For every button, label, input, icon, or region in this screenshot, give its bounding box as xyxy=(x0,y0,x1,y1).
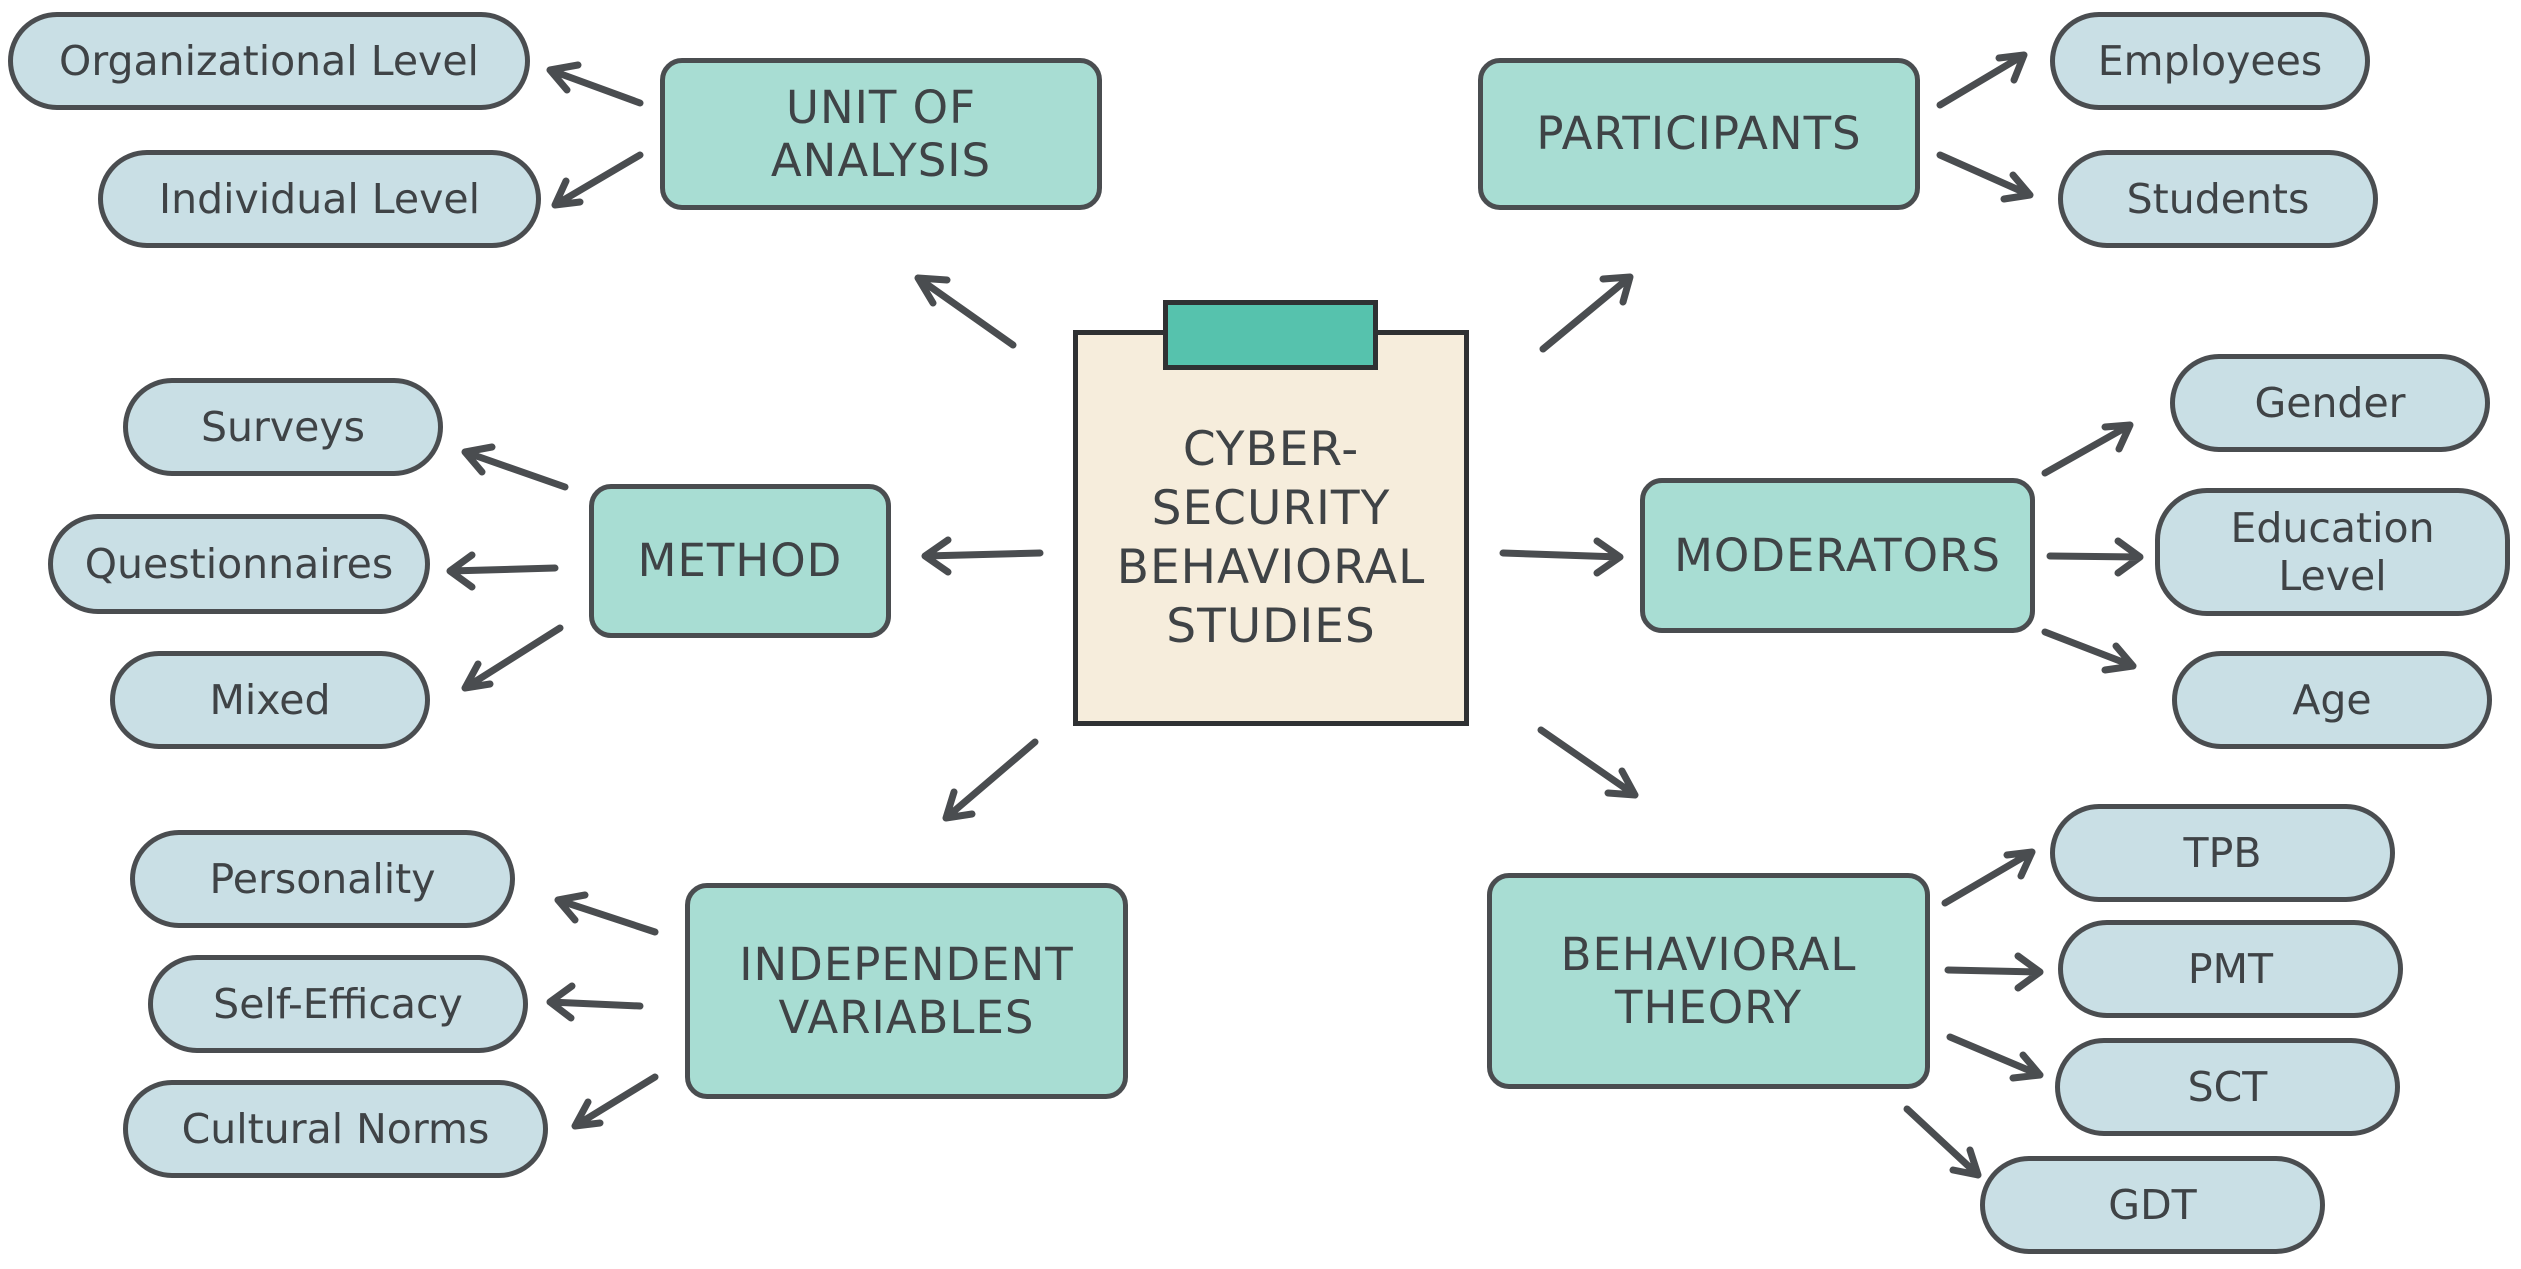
leaf-age: Age xyxy=(2172,651,2492,749)
leaf-organizational-level: Organizational Level xyxy=(8,12,530,110)
category-moderators: MODERATORS xyxy=(1640,478,2035,633)
arrow-to-tpb xyxy=(1941,848,2036,907)
category-independent-variables: INDEPENDENT VARIABLES xyxy=(685,883,1128,1099)
leaf-sct: SCT xyxy=(2055,1038,2400,1136)
leaf-tpb: TPB xyxy=(2050,804,2395,902)
leaf-students: Students xyxy=(2058,150,2378,248)
category-unit-of-analysis: UNIT OF ANALYSIS xyxy=(660,58,1102,210)
arrow-to-self-efficacy xyxy=(546,982,644,1022)
leaf-individual-level: Individual Level xyxy=(98,150,541,248)
arrow-to-cultural-norms xyxy=(571,1073,659,1130)
category-behavioral-theory: BEHAVIORAL THEORY xyxy=(1487,873,1930,1089)
clipboard-clip xyxy=(1163,300,1378,370)
leaf-employees: Employees xyxy=(2050,12,2370,110)
category-participants: PARTICIPANTS xyxy=(1478,58,1920,210)
leaf-surveys: Surveys xyxy=(123,378,443,476)
arrow-center-to-moderators xyxy=(1499,537,1624,577)
leaf-gdt: GDT xyxy=(1980,1156,2325,1254)
leaf-mixed: Mixed xyxy=(110,651,430,749)
arrow-to-pmt xyxy=(1944,952,2044,992)
arrow-center-to-participants xyxy=(1539,273,1634,353)
leaf-cultural-norms: Cultural Norms xyxy=(123,1080,548,1178)
leaf-self-efficacy: Self-Efficacy xyxy=(148,955,528,1053)
arrow-to-education-level xyxy=(2046,537,2144,577)
category-method: METHOD xyxy=(589,484,891,638)
leaf-personality: Personality xyxy=(130,830,515,928)
arrow-center-to-unit-of-analysis xyxy=(914,274,1017,349)
arrow-to-organizational-level xyxy=(546,61,644,107)
leaf-gender: Gender xyxy=(2170,354,2490,452)
arrow-to-age xyxy=(2041,628,2137,674)
arrow-to-surveys xyxy=(461,443,569,491)
arrow-to-gender xyxy=(2041,421,2134,477)
arrow-to-questionnaires xyxy=(446,551,559,591)
leaf-pmt: PMT xyxy=(2058,920,2403,1018)
arrow-center-to-method xyxy=(921,536,1044,576)
arrow-center-to-behavioral-theory xyxy=(1537,726,1639,799)
arrow-to-individual-level xyxy=(551,151,644,209)
leaf-questionnaires: Questionnaires xyxy=(48,514,430,614)
leaf-education-level: Education Level xyxy=(2155,488,2510,616)
arrow-to-personality xyxy=(554,891,659,936)
arrow-to-students xyxy=(1936,151,2034,203)
arrow-center-to-independent-variables xyxy=(942,738,1039,822)
arrow-to-mixed xyxy=(461,624,564,692)
arrow-to-employees xyxy=(1936,51,2028,109)
central-topic: CYBER- SECURITY BEHAVIORAL STUDIES xyxy=(1073,330,1469,726)
arrow-to-sct xyxy=(1946,1033,2044,1082)
arrow-to-gdt xyxy=(1903,1105,1982,1179)
